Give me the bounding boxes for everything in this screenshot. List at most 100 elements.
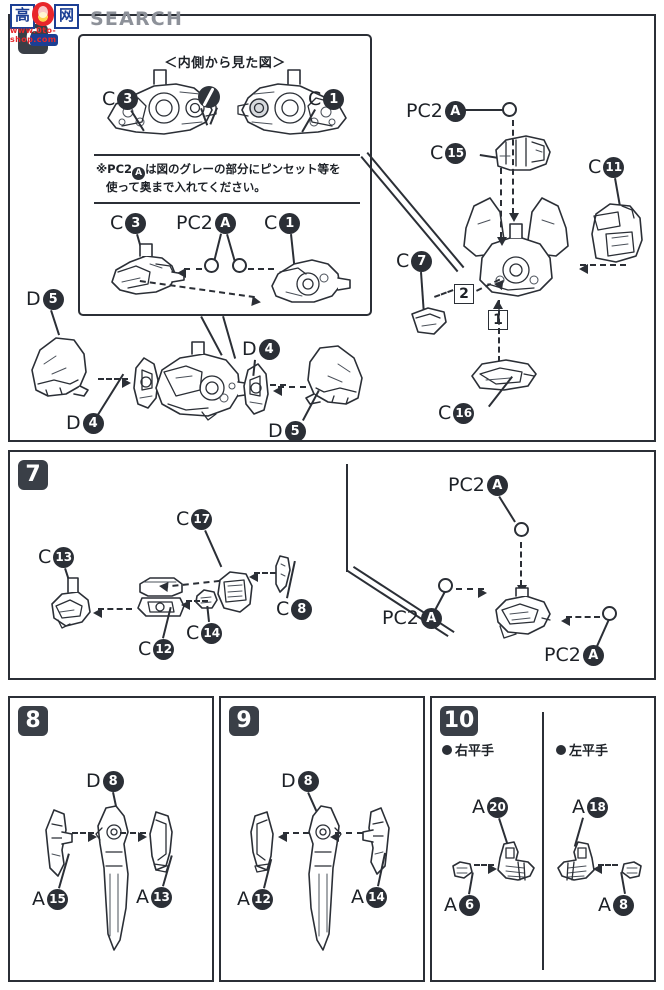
callout-a14: A 14 [351, 886, 387, 908]
callout-c12: C 12 [138, 638, 175, 660]
assembly-arrow-c8-c17 [249, 572, 258, 582]
callout-bubble: A [582, 644, 604, 666]
assembly-dash-d4-right [260, 384, 286, 386]
callout-inset-c3: C 3 [102, 88, 139, 110]
assembly-dash-inset-left [184, 268, 202, 270]
callout-a15: A 15 [32, 888, 68, 910]
polycap-ghost-a2 [232, 258, 247, 273]
leader-pc2a-r1 [498, 496, 516, 523]
callout-prefix: C [438, 402, 452, 424]
part-center-joint [490, 587, 554, 642]
callout-a18: A 18 [572, 796, 608, 818]
assembly-dash-d8-a13 [120, 832, 146, 834]
part-hip-body-left [146, 341, 256, 428]
polycap-ghost-r1 [514, 522, 529, 537]
callout-prefix: A [572, 796, 585, 818]
callout-bubble: 16 [453, 402, 475, 424]
callout-prefix: PC2 [176, 212, 213, 234]
callout-bubble: 20 [487, 796, 508, 818]
callout-c8: C 8 [276, 598, 313, 620]
part-right-hand [494, 841, 536, 884]
inset-bottom-part-left [106, 242, 192, 304]
callout-bubble: 6 [459, 894, 480, 916]
callout-bubble: 1 [323, 88, 345, 110]
callout-pc2a-r3: PC2 A [544, 644, 604, 666]
callout-bubble: 14 [366, 886, 387, 908]
callout-prefix: D [242, 338, 257, 360]
assembly-dash-d5-left [98, 378, 128, 380]
inset-title: ＜内側から見た図＞ [164, 56, 286, 71]
assembly-arrow-c14-c12 [181, 600, 190, 610]
callout-pc2a-r2: PC2 A [382, 607, 442, 629]
assembly-arrow-d5-right [273, 386, 282, 396]
polycap-ghost-r3 [602, 606, 617, 621]
part-d4-right [238, 362, 272, 418]
assembly-dash-r3 [566, 616, 600, 618]
callout-bubble: 12 [252, 888, 273, 910]
part-main-hip-right [448, 194, 584, 302]
callout-bubble: 7 [411, 250, 433, 272]
callout-prefix: A [351, 886, 364, 908]
bullet-dot-icon [442, 744, 452, 755]
assembly-dash-a14-d8 [335, 832, 363, 834]
callout-c16: C 16 [438, 402, 475, 424]
callout-prefix: D [86, 770, 101, 792]
polycap-ghost-a1 [204, 258, 219, 273]
assembly-arrow-d5-left [122, 378, 131, 388]
inset-divider-top [94, 154, 360, 156]
assembly-dash-d5-right [278, 386, 306, 388]
callout-bubble: 13 [151, 886, 172, 908]
callout-bubble: 15 [47, 888, 68, 910]
callout-c17: C 17 [176, 508, 213, 530]
callout-prefix: PC2 [382, 607, 419, 629]
step-badge-10: 10 [440, 706, 478, 736]
part-left-hand [556, 841, 598, 884]
assembly-dash-c15-down2 [500, 168, 502, 238]
callout-bubble: 11 [603, 156, 625, 178]
polycap-ghost-top [502, 102, 517, 117]
step-badge-9: 9 [229, 706, 259, 736]
callout-prefix: PC2 [406, 100, 443, 122]
callout-prefix: D [66, 412, 81, 434]
part-c12 [132, 574, 190, 622]
panel-step-7: 7 C 13 C 17 [8, 450, 656, 680]
leader-d4-left [96, 373, 124, 417]
assembly-arrow-c15-down2 [497, 237, 507, 246]
sub-label-text: 右平手 [455, 744, 495, 759]
part-a6 [450, 860, 474, 880]
callout-prefix: D [281, 770, 296, 792]
assembly-dash-c12-c13 [98, 608, 132, 610]
part-c17 [216, 570, 254, 616]
assembly-arrow-c17-c12 [158, 581, 169, 592]
callout-prefix: A [472, 796, 485, 818]
callout-a13: A 13 [136, 886, 172, 908]
assembly-dash-a15-d8 [72, 832, 94, 834]
callout-bubble: 3 [117, 88, 139, 110]
callout-bubble: A [486, 474, 508, 496]
callout-c13: C 13 [38, 546, 75, 568]
callout-bubble: 3 [125, 212, 147, 234]
part-c14 [194, 588, 220, 612]
step-badge-7: 7 [18, 460, 48, 490]
note-prefix: ※PC2 [96, 162, 133, 176]
inset-bottom-part-right [258, 252, 351, 310]
order-square-1: 1 [488, 310, 508, 330]
callout-c15: C 15 [430, 142, 467, 164]
callout-prefix: C [102, 88, 116, 110]
callout-c14: C 14 [186, 622, 223, 644]
assembly-dash-r1 [520, 542, 522, 586]
callout-bubble: 12 [153, 638, 175, 660]
callout-a8-hand: A 8 [598, 894, 634, 916]
callout-a12: A 12 [237, 888, 273, 910]
callout-bubble: A [420, 607, 442, 629]
callout-bubble: 18 [587, 796, 608, 818]
part-a12 [243, 810, 279, 874]
leader-c7 [420, 272, 425, 311]
callout-prefix: C [264, 212, 278, 234]
panel-step-6: 6 ＜内側から見た図＞ [8, 14, 656, 442]
callout-inset-bottom-c1: C 1 [264, 212, 301, 234]
part-c16 [466, 358, 540, 394]
assembly-dash-order1-up [498, 300, 500, 362]
callout-bubble: 13 [53, 546, 75, 568]
callout-prefix: A [32, 888, 45, 910]
